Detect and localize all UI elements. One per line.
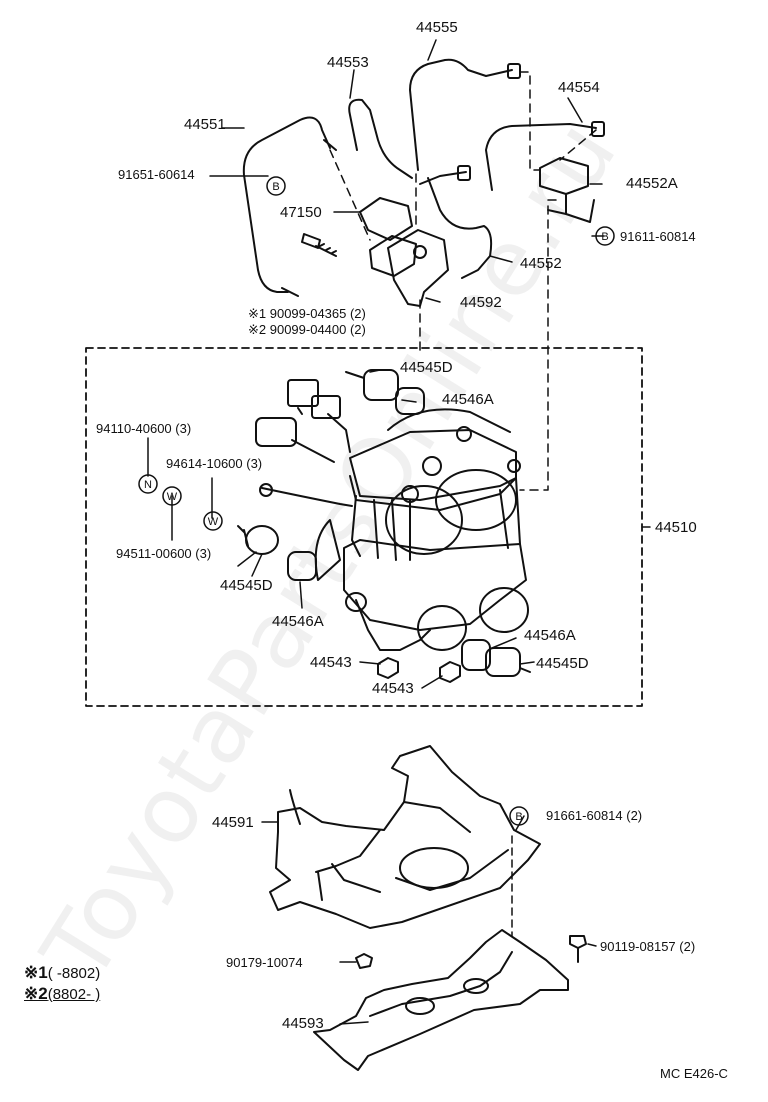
- bracket-44592: [387, 229, 449, 307]
- label-44553: 44553: [327, 54, 369, 71]
- plate-44593: [313, 929, 569, 1071]
- label-94110-40600: 94110-40600 (3): [96, 421, 192, 436]
- sensor-44546A-top: [395, 387, 425, 415]
- label-44543-b: 44543: [372, 680, 414, 697]
- nut-90179: [355, 953, 373, 969]
- label-47150: 47150: [280, 204, 322, 221]
- label-44543-a: 44543: [310, 654, 352, 671]
- label-44551: 44551: [184, 116, 226, 133]
- marker-W-2: [203, 511, 223, 531]
- label-44552: 44552: [520, 255, 562, 272]
- marker-W-1: [162, 486, 182, 506]
- marker-B-1-text: B: [272, 181, 279, 193]
- label-44546A-left: 44546A: [272, 613, 324, 630]
- note-1-mark: ※1: [24, 963, 48, 982]
- sensor-44545D-right: [485, 647, 531, 677]
- label-44510: 44510: [655, 519, 697, 536]
- marker-B-2: [595, 226, 615, 246]
- brake-tube-44552: [427, 177, 493, 279]
- label-44591: 44591: [212, 814, 254, 831]
- label-94511-00600: 94511-00600 (3): [116, 546, 212, 561]
- relay-connectors: [255, 379, 353, 507]
- marker-W-2-text: W: [208, 516, 219, 528]
- brake-tube-44553: [348, 98, 413, 179]
- label-44592: 44592: [460, 294, 502, 311]
- label-44546A-top: 44546A: [442, 391, 494, 408]
- label-94614-10600: 94614-10600 (3): [166, 456, 263, 471]
- label-91661-60814: 91661-60814 (2): [546, 808, 643, 823]
- note-2-range: (8802- ): [47, 986, 101, 1003]
- label-91611-60814: 91611-60814: [620, 229, 696, 244]
- bracket-44552A: [539, 157, 595, 223]
- label-44545D-right: 44545D: [536, 655, 589, 672]
- marker-B-1: [266, 176, 286, 196]
- nut-44543-b: [439, 661, 461, 683]
- label-bolt-variant-1: ※1 90099-04365 (2): [248, 306, 366, 321]
- label-90119-08157: 90119-08157 (2): [600, 939, 696, 954]
- label-44593: 44593: [282, 1015, 324, 1032]
- label-90179-10074: 90179-10074: [226, 955, 303, 970]
- bracket-44591: [269, 745, 541, 929]
- nut-44543-a: [377, 657, 399, 679]
- assembly-44510-box: [85, 347, 643, 707]
- valve-47150: [359, 197, 413, 241]
- label-44545D-left: 44545D: [220, 577, 273, 594]
- note-1-range: ( -8802): [47, 965, 101, 982]
- bolt-90119: [569, 935, 587, 963]
- sensor-44546A-left: [287, 551, 317, 581]
- note-variant-1: ※1( -8802): [24, 964, 100, 982]
- marker-B-3-text: B: [515, 811, 522, 823]
- marker-B-3: [509, 806, 529, 826]
- brake-tube-44551: [242, 116, 331, 293]
- label-44545D-top: 44545D: [400, 359, 453, 376]
- brake-tube-44554: [485, 123, 597, 191]
- note-2-mark: ※2: [24, 984, 48, 1003]
- marker-W-1-text: W: [167, 491, 178, 503]
- label-44546A-right: 44546A: [524, 627, 576, 644]
- label-44552A: 44552A: [626, 175, 678, 192]
- sensor-44545D-left: [237, 525, 279, 555]
- label-bolt-variant-2: ※2 90099-04400 (2): [248, 322, 366, 337]
- brake-tube-44555: [409, 58, 513, 171]
- marker-N: [138, 474, 158, 494]
- sensor-44546A-right: [461, 639, 491, 671]
- label-44555: 44555: [416, 19, 458, 36]
- abs-actuator-44510: [314, 408, 529, 651]
- diagram-code: MC E426-C: [660, 1066, 728, 1081]
- label-91651-60614: 91651-60614: [118, 167, 195, 182]
- marker-N-text: N: [144, 479, 152, 491]
- bolt-90099: [301, 233, 337, 257]
- marker-B-2-text: B: [601, 231, 608, 243]
- label-44554: 44554: [558, 79, 600, 96]
- sensor-44545D-top: [345, 369, 399, 401]
- note-variant-2: ※2(8802- ): [24, 985, 100, 1003]
